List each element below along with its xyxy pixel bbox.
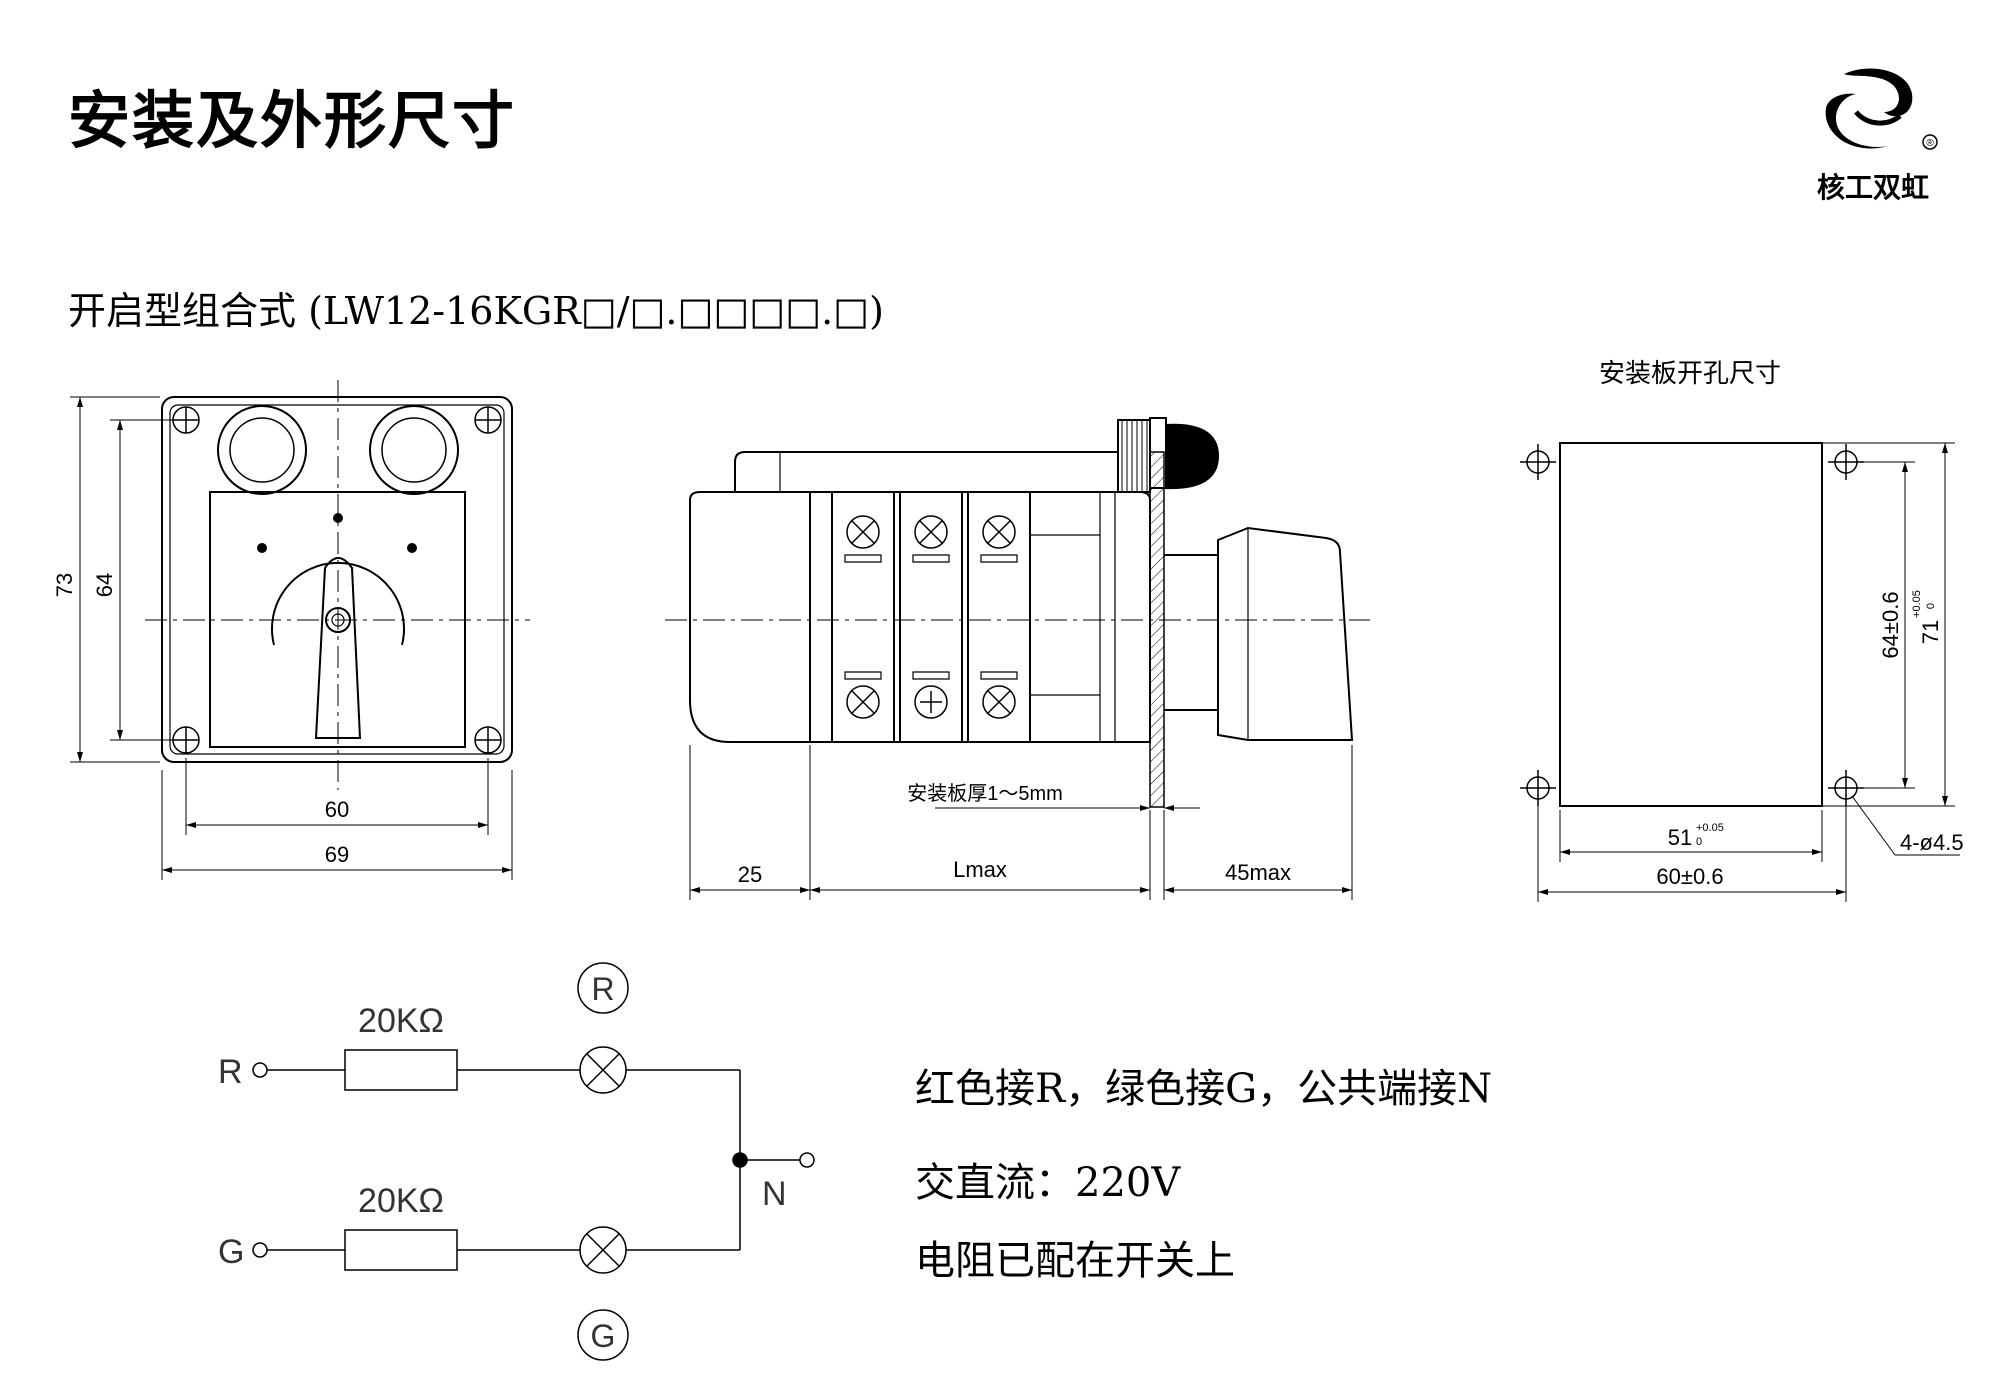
dim-side-left: 25 bbox=[738, 862, 762, 887]
lamp-knurl bbox=[1121, 420, 1148, 492]
indicator-lamp-left bbox=[217, 405, 307, 495]
dim-height-outer: 73 bbox=[52, 573, 77, 597]
lamp-g-badge-label: G bbox=[591, 1318, 616, 1354]
front-housing bbox=[161, 396, 513, 763]
knob-shaft bbox=[1164, 554, 1219, 711]
resistor-g-label: 20KΩ bbox=[358, 1182, 444, 1220]
position-dot-left bbox=[257, 543, 267, 553]
side-dims bbox=[689, 745, 1353, 900]
mounting-screws bbox=[172, 406, 502, 754]
page-title: 安装及外形尺寸 bbox=[68, 84, 517, 157]
mounting-holes bbox=[1520, 444, 1864, 806]
lamp-g-symbol bbox=[579, 1226, 627, 1274]
terminal-g-label: G bbox=[218, 1233, 244, 1271]
dim-hole-horizontal-outer: 60±0.6 bbox=[1656, 864, 1723, 889]
terminal-clamps bbox=[844, 554, 1018, 680]
dim-hole-vertical-outer-tol-lower: 0 bbox=[1925, 603, 1937, 609]
holes-label: 4-ø4.5 bbox=[1900, 830, 1964, 855]
resistor-r bbox=[344, 1049, 458, 1091]
wiring-diagram bbox=[252, 962, 815, 1361]
note-voltage: 交直流：220V bbox=[915, 1160, 1181, 1206]
position-dot-right bbox=[407, 543, 417, 553]
side-body-outline bbox=[689, 491, 1151, 743]
dim-height-inner: 64 bbox=[92, 573, 117, 597]
dim-side-middle: Lmax bbox=[953, 857, 1007, 882]
panel-thickness-label: 安装板厚1～5mm bbox=[907, 782, 1063, 805]
hole-view-title: 安装板开孔尺寸 bbox=[1599, 358, 1781, 388]
resistor-r-label: 20KΩ bbox=[358, 1002, 444, 1040]
lamp-r-badge-label: R bbox=[591, 971, 614, 1007]
dim-hole-horizontal-inner-tol-upper: +0.05 bbox=[1696, 822, 1724, 834]
note-wiring-colors: 红色接R，绿色接G，公共端接N bbox=[915, 1066, 1493, 1112]
side-lamp-base bbox=[1117, 419, 1151, 493]
lamp-r-badge bbox=[577, 962, 629, 1014]
dim-hole-horizontal-inner-tol-lower: 0 bbox=[1696, 836, 1702, 848]
front-housing-inner bbox=[169, 404, 505, 755]
terminal-r-label: R bbox=[218, 1053, 243, 1091]
dim-hole-vertical-outer: 71 bbox=[1918, 620, 1943, 644]
junction-dot bbox=[732, 1152, 748, 1168]
registered-mark: ® bbox=[1926, 138, 1934, 149]
indicator-lamp-right bbox=[369, 405, 459, 495]
lamp-housing bbox=[734, 451, 1119, 492]
dim-width-outer: 69 bbox=[325, 842, 349, 867]
mounting-hole-view bbox=[1520, 442, 1960, 902]
dim-hole-vertical-outer-tol-upper: +0.05 bbox=[1911, 590, 1923, 618]
terminal-screws-top bbox=[846, 515, 1016, 549]
model-subtitle: 开启型组合式 (LW12-16KGR□/□.□□□□.□) bbox=[68, 289, 884, 333]
knob-handle-profile bbox=[1217, 526, 1354, 741]
brand-name: 核工双虹 bbox=[1816, 171, 1929, 204]
mounting-panel bbox=[1149, 451, 1165, 808]
front-vertical-dims bbox=[70, 396, 175, 763]
brand-logo: ® 核工双虹 bbox=[1808, 60, 1938, 204]
terminal-blocks bbox=[831, 491, 1116, 743]
panel-cutout bbox=[1559, 442, 1823, 807]
terminal-screws-bottom bbox=[846, 685, 1016, 719]
dim-width-inner: 60 bbox=[325, 797, 349, 822]
front-view bbox=[70, 380, 530, 880]
terminal-n-label: N bbox=[762, 1175, 787, 1213]
dim-hole-vertical-inner: 64±0.6 bbox=[1878, 591, 1903, 658]
hole-view-dims bbox=[1537, 442, 1960, 902]
front-center-lines bbox=[145, 380, 530, 790]
lamp-r-symbol bbox=[579, 1046, 627, 1094]
terminal-r-node bbox=[252, 1062, 268, 1078]
resistor-g bbox=[344, 1229, 458, 1271]
position-dot-top bbox=[333, 513, 343, 523]
dim-side-right: 45max bbox=[1225, 860, 1291, 885]
brand-swirl-icon: ® bbox=[1825, 68, 1938, 150]
front-horizontal-dims bbox=[161, 758, 513, 880]
note-resistor: 电阻已配在开关上 bbox=[915, 1238, 1235, 1284]
indicator-lamp-cap bbox=[1164, 423, 1220, 490]
terminal-n-node bbox=[799, 1152, 815, 1168]
terminal-g-node bbox=[252, 1242, 268, 1258]
lamp-g-badge bbox=[577, 1309, 629, 1361]
side-view bbox=[665, 417, 1370, 900]
dim-hole-horizontal-inner: 51 bbox=[1668, 825, 1692, 850]
